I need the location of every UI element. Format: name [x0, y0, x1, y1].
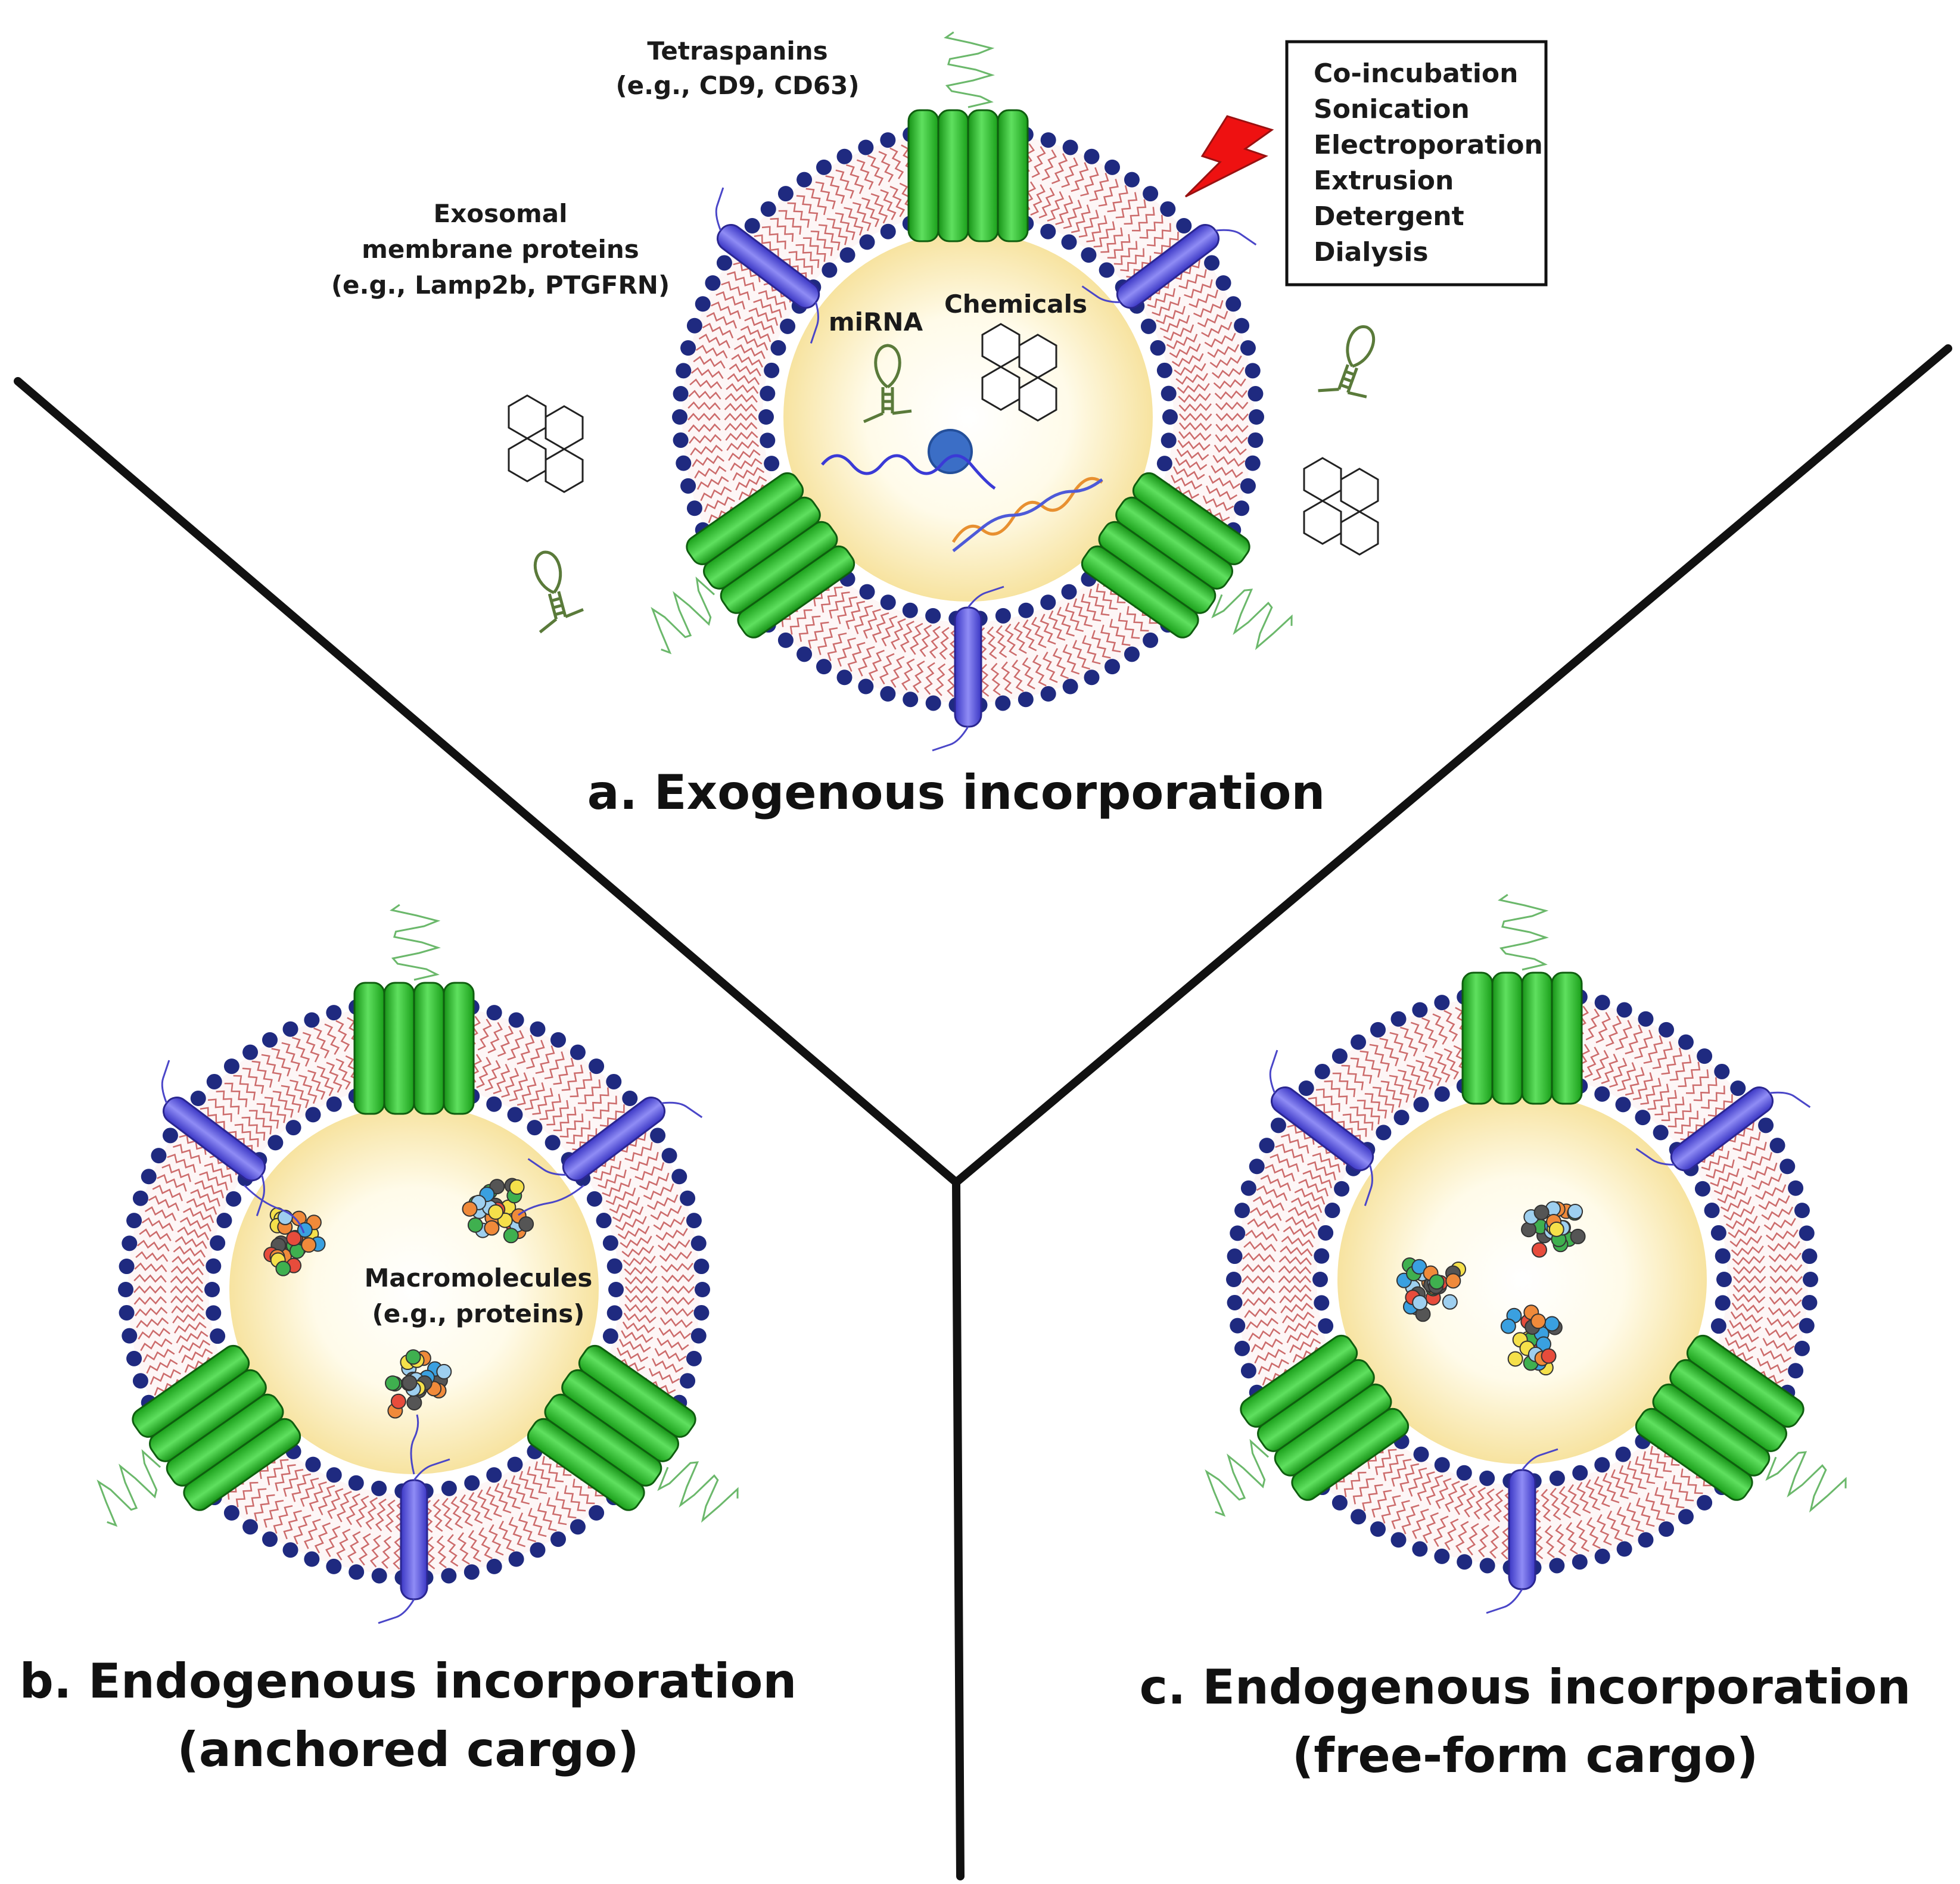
tetraspanin-protein: [1240, 1334, 1410, 1501]
tetraspanin-protein: [527, 1344, 696, 1511]
protein-cargo: [1500, 1304, 1563, 1376]
dna-strand-icon: [951, 477, 1103, 552]
panel-a-title: a. Exogenous incorporation: [587, 765, 1326, 820]
anchor-tether: [243, 1184, 305, 1234]
chemical-structure-icon: [508, 394, 584, 493]
membrane-protein: [1486, 1448, 1558, 1614]
protein-loop: [1205, 1438, 1270, 1517]
protein-loop: [1498, 893, 1549, 971]
protein-loop: [651, 576, 715, 655]
protein-loop: [1211, 588, 1293, 650]
cargo-particle: [928, 429, 973, 474]
panel-c-subtitle: (free-form cargo): [1292, 1728, 1759, 1783]
tetraspanin-protein: [686, 472, 855, 639]
protein-cargo-layer: [243, 1178, 1586, 1475]
chemicals-label: Chemicals: [944, 289, 1087, 319]
protein-loop: [1765, 1451, 1847, 1513]
chemical-structure-icon: [1303, 457, 1379, 556]
rna-strand-icon: [821, 454, 996, 490]
protein-loop: [657, 1461, 739, 1523]
lumen: [1337, 1095, 1707, 1464]
membrane-protein: [932, 586, 1004, 752]
panel-b-title: b. Endogenous incorporation: [20, 1653, 797, 1709]
macromolecules-example-label: (e.g., proteins): [372, 1299, 585, 1328]
panel-c-title: c. Endogenous incorporation: [1140, 1659, 1911, 1715]
method-item: Extrusion: [1314, 166, 1454, 196]
anchor-tether: [518, 1184, 584, 1216]
tetraspanin-protein: [132, 1344, 301, 1511]
tetraspanin-protein: [1081, 472, 1250, 639]
method-item: Detergent: [1314, 201, 1464, 232]
protein-cargo: [1521, 1201, 1586, 1258]
protein-cargo: [263, 1207, 326, 1276]
protein-loop: [944, 31, 995, 108]
tetraspanins-label: Tetraspanins: [647, 36, 827, 66]
membrane-protein: [1269, 1050, 1374, 1206]
tetraspanin-protein: [907, 109, 1029, 242]
membrane-protein: [161, 1060, 266, 1216]
membrane-protein: [1081, 223, 1257, 309]
lumen: [229, 1105, 599, 1474]
tetraspanins-example-label: (e.g., CD9, CD63): [615, 71, 859, 100]
tetraspanin-protein: [1635, 1334, 1805, 1501]
panel-b-subtitle: (anchored cargo): [177, 1722, 639, 1777]
methods-box: [1285, 40, 1548, 287]
lightning-icon: [1184, 115, 1274, 198]
membrane-protein: [527, 1096, 703, 1182]
panel-divider: [14, 344, 1952, 1880]
exosome-vesicle-b: [97, 904, 739, 1624]
protein-loop: [97, 1449, 161, 1527]
mirna-label: miRNA: [829, 307, 923, 337]
method-item: Co-incubation: [1314, 58, 1518, 89]
mirna-icon: [520, 546, 586, 632]
membrane-protein: [1635, 1086, 1811, 1172]
membrane-protein: [378, 1458, 450, 1624]
tetraspanin-protein: [1461, 971, 1583, 1105]
protein-loop: [390, 904, 441, 981]
protein-cargo: [1396, 1257, 1467, 1322]
macromolecules-label: Macromolecules: [365, 1263, 593, 1293]
exosome-vesicle-a: [651, 31, 1293, 752]
method-item: Sonication: [1314, 94, 1470, 124]
method-item: Dialysis: [1314, 237, 1429, 267]
membrane-proteins-label: membrane proteins: [362, 235, 639, 264]
membrane-protein: [715, 187, 820, 344]
method-item: Electroporation: [1314, 130, 1543, 160]
membrane-proteins-example-label: (e.g., Lamp2b, PTGFRN): [331, 270, 670, 300]
membrane-proteins-label: Exosomal: [434, 199, 568, 228]
lipid-heads: [672, 121, 1264, 713]
tetraspanin-protein: [353, 982, 475, 1115]
protein-cargo: [462, 1178, 534, 1244]
mirna-icon: [1318, 319, 1389, 407]
protein-cargo: [385, 1349, 452, 1419]
exosome-vesicle-c: [1205, 893, 1847, 1614]
anchor-tether: [410, 1414, 419, 1475]
